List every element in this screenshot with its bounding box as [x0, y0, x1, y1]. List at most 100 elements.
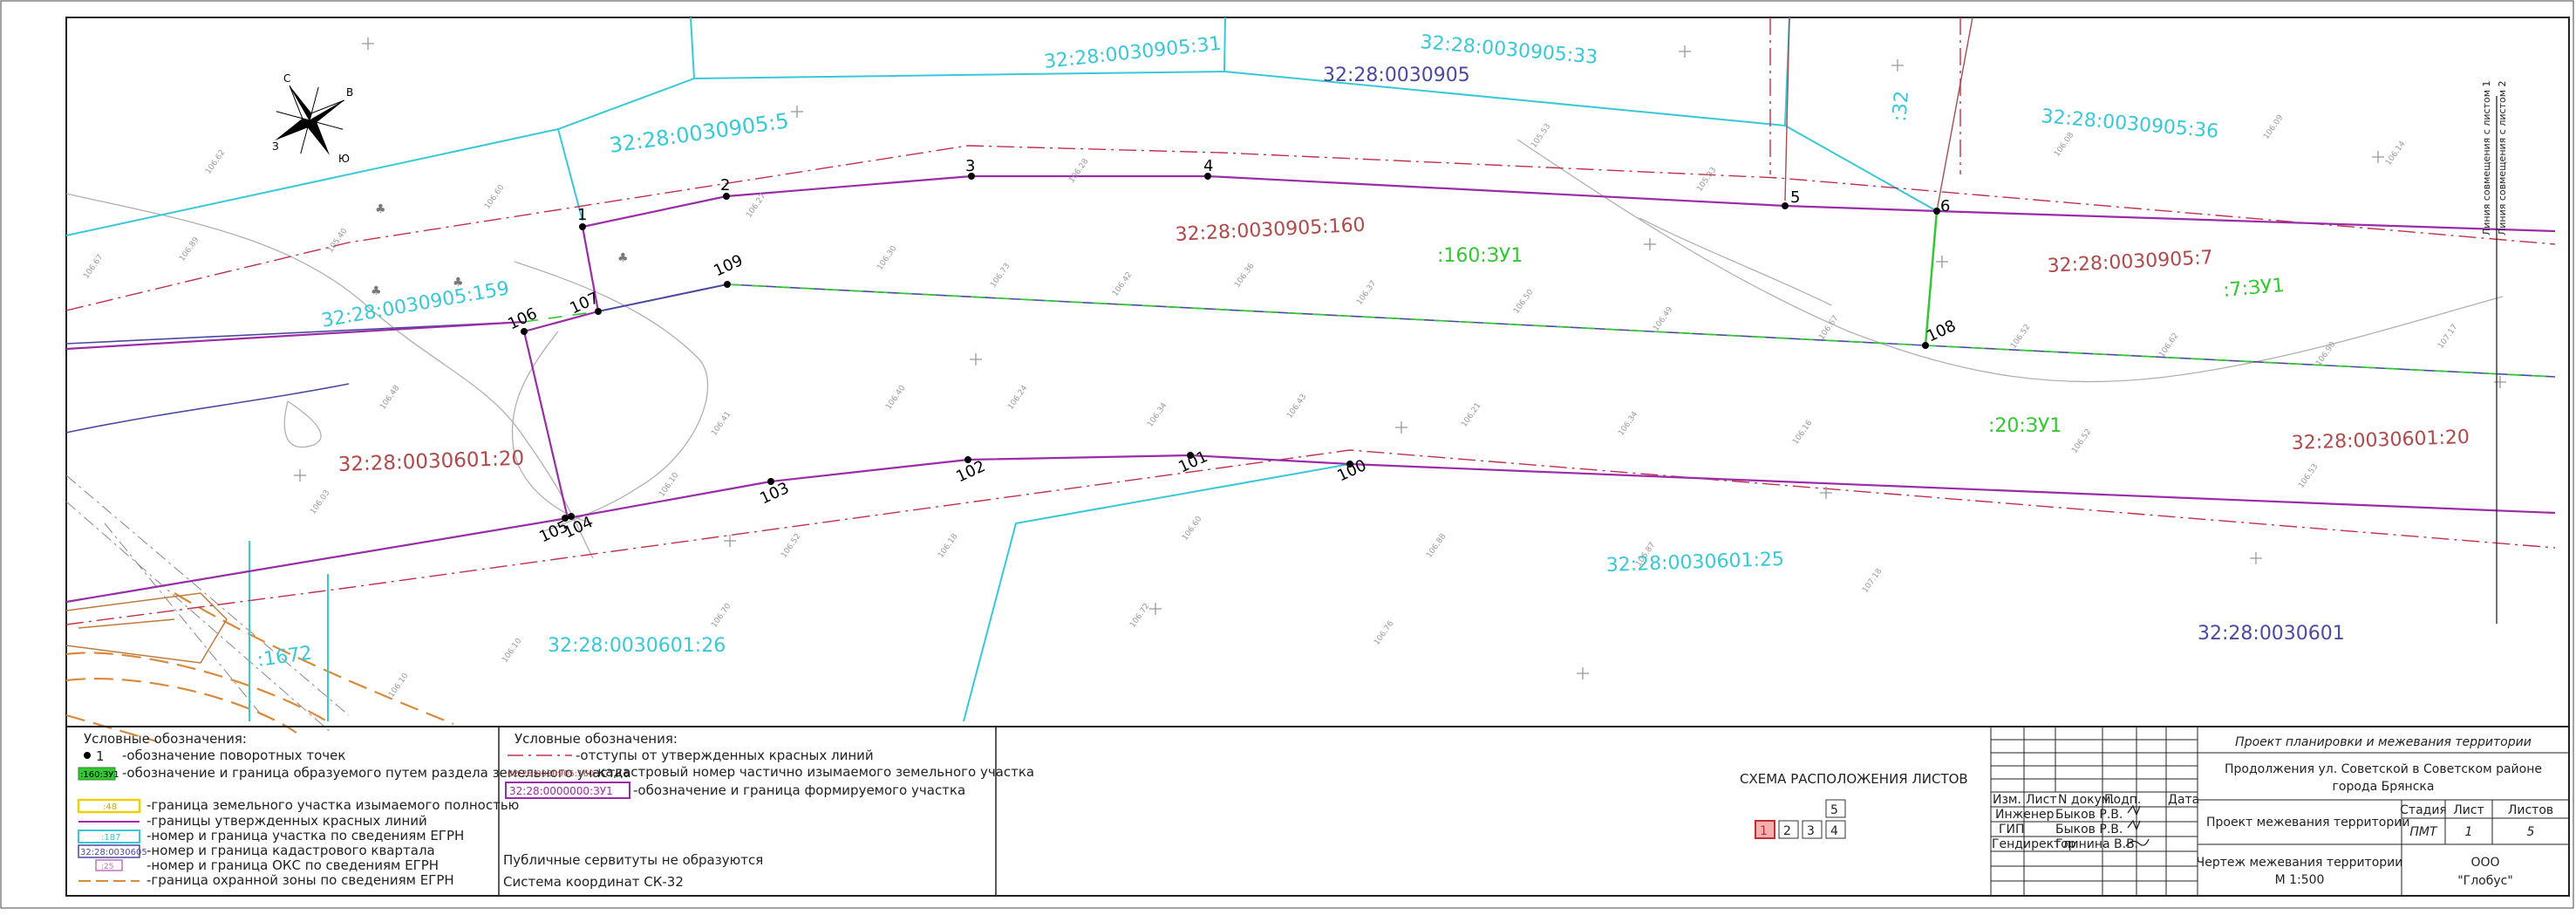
svg-text:105.40: 105.40	[326, 227, 349, 255]
svg-text:106.89: 106.89	[178, 236, 201, 263]
stage-header: Стадия	[2400, 803, 2447, 817]
svg-text:106.50: 106.50	[1512, 288, 1535, 316]
svg-text:105.83: 105.83	[1695, 166, 1718, 194]
svg-text:106.90: 106.90	[2314, 340, 2337, 368]
formed-parcel-label: :7:ЗУ1	[2222, 275, 2285, 302]
legend-item-symbol: :160:ЗУ1	[80, 770, 119, 780]
point-label: 108	[1924, 317, 1959, 346]
compass-rose-icon	[275, 85, 345, 155]
svg-text:106.72: 106.72	[1128, 602, 1151, 630]
parcel-number: 32:28:0030905:33	[1419, 31, 1598, 69]
egrn-parcel-boundaries	[65, 17, 1938, 722]
legend-item-text: -границы утвержденных красных линий	[147, 813, 427, 829]
note-servitudes: Публичные сервитуты не образуются	[503, 852, 763, 868]
tree-symbols: ♣ ♣ ♣ ♣	[371, 202, 629, 298]
sheet-scheme: 5 1 2 3 4	[1755, 799, 1846, 839]
svg-text:106.10: 106.10	[658, 471, 680, 499]
svg-text:106.10: 106.10	[387, 672, 410, 700]
point-label: 1	[577, 206, 587, 224]
parcel-number: 32:28:0030601:25	[1605, 549, 1784, 577]
stage-value: ПМТ	[2409, 825, 2438, 839]
title-block	[1990, 727, 2569, 896]
compass-w: З	[272, 140, 279, 153]
point-label: 100	[1334, 456, 1369, 486]
legend-item-text: -граница земельного участка изымаемого п…	[147, 797, 519, 813]
svg-text:♣: ♣	[453, 276, 464, 290]
svg-text:106.62: 106.62	[204, 148, 227, 176]
red-lines	[65, 174, 2556, 604]
svg-text:106.70: 106.70	[710, 602, 733, 630]
contour-lines	[65, 139, 2504, 559]
svg-text:107.17: 107.17	[2436, 323, 2459, 351]
stamp-text: Изм. Лист N докум. Подп. Дата Инженер Бы…	[1992, 735, 2553, 888]
svg-text:106.03: 106.03	[309, 488, 331, 516]
stamp-name: Быков Р.В.	[2055, 808, 2123, 822]
point-label: 5	[1790, 188, 1800, 207]
signature-icon	[2127, 804, 2141, 816]
stamp-name: Быков Р.В.	[2055, 823, 2123, 836]
svg-text:106.40: 106.40	[884, 384, 907, 412]
svg-text:106.16: 106.16	[1791, 419, 1814, 447]
sheet-header: Лист	[2453, 803, 2484, 817]
parcel-number: :1672	[256, 642, 313, 672]
parcel-number: 32:28:0030601:26	[548, 635, 726, 657]
note-coordinate-system: Система координат СК-32	[503, 874, 684, 890]
formed-parcel-label: :160:ЗУ1	[1437, 245, 1523, 267]
setback-lines	[65, 17, 2556, 625]
partial-parcel-number: 32:28:0030905:160	[1175, 215, 1366, 246]
legend-item-symbol: :48	[103, 802, 117, 812]
legend-left-title: Условные обозначения:	[84, 731, 247, 747]
elevation-marks: 106.62 106.89 106.67 105.40 106.60 106.2…	[82, 113, 2459, 700]
point-label: 109	[711, 251, 746, 281]
sheet-match-note-1: Линия совмещения с листом 1	[2481, 81, 2492, 236]
stamp-col-header: N докум.	[2058, 793, 2115, 807]
svg-text:106.60: 106.60	[483, 183, 506, 211]
svg-text:106.10: 106.10	[501, 637, 523, 665]
grid-crosses	[294, 38, 2506, 679]
svg-text:106.49: 106.49	[1652, 305, 1674, 333]
svg-text:106.34: 106.34	[1617, 410, 1639, 438]
org-line-2: "Глобус"	[2457, 874, 2513, 888]
legend-item-text: -обозначение и граница образуемого путем…	[122, 765, 631, 781]
legend-right-items: -отступы от утвержденных красных линий 3…	[505, 748, 1034, 799]
sheet-box-label: 5	[1830, 803, 1838, 817]
svg-text:106.08: 106.08	[2053, 131, 2075, 159]
road-axis-lines	[65, 475, 350, 734]
compass-e: В	[346, 86, 353, 99]
legend-item-text: -номер и граница ОКС по сведениям ЕГРН	[147, 857, 439, 873]
bottom-panel: Условные обозначения: 1 -обозначение пов…	[66, 726, 2569, 896]
blue-segment	[597, 283, 728, 312]
point-label: 3	[965, 157, 975, 175]
svg-text:106.30: 106.30	[876, 244, 898, 272]
svg-text:106.09: 106.09	[2262, 113, 2285, 141]
turning-point-labels: 1 2 3 4 5 6 100 101 102 103 104 105 106 …	[505, 157, 1959, 547]
object-line-1: Продолжения ул. Советской в Советском ра…	[2225, 762, 2542, 776]
stamp-role: ГИП	[1999, 823, 2025, 836]
compass-s: Ю	[338, 153, 350, 165]
svg-text:106.41: 106.41	[710, 410, 733, 438]
section-title: Проект межевания территории	[2206, 816, 2409, 830]
formed-parcel-label: :20:ЗУ1	[1988, 415, 2061, 437]
sheet-match-note-2: Линия совмещения с листом 2	[2497, 81, 2508, 236]
legend-item-text: -граница охранной зоны по сведениям ЕГРН	[147, 872, 454, 888]
svg-text:106.18: 106.18	[937, 532, 959, 560]
svg-text:106.24: 106.24	[1006, 384, 1029, 412]
svg-text:107.18: 107.18	[1861, 567, 1884, 595]
svg-text:106.21: 106.21	[1460, 401, 1482, 429]
drawing-title: Чертеж межевания территории	[2197, 856, 2403, 870]
stamp-role: Инженер	[1995, 808, 2055, 822]
svg-text:106.34: 106.34	[1146, 401, 1169, 429]
legend-item-text: -обозначение и граница формируемого учас…	[633, 782, 965, 798]
svg-text:106.52: 106.52	[2009, 323, 2032, 351]
parcel-thin-lines	[1784, 17, 1973, 212]
legend-item-text: -номер и граница участка по сведениям ЕГ…	[147, 828, 464, 843]
svg-text:♣: ♣	[617, 251, 629, 265]
svg-text:106.76: 106.76	[1373, 619, 1395, 647]
sheets-value: 5	[2527, 825, 2535, 839]
parcel-number: :32	[1889, 90, 1913, 122]
quarter-number: 32:28:0030905	[1323, 65, 1470, 86]
svg-text:106.88: 106.88	[1425, 532, 1448, 560]
legend-item-symbol: 32:28:0030605	[80, 848, 147, 857]
sheets-header: Листов	[2508, 803, 2553, 817]
object-line-2: города Брянска	[2333, 780, 2435, 794]
